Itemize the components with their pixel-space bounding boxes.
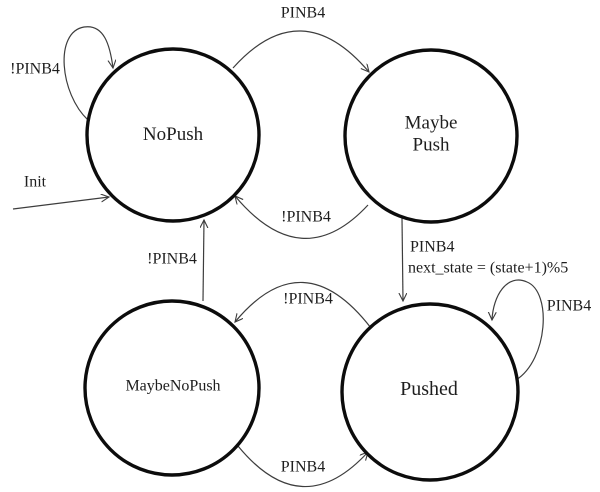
edge-label-maybenopush-to-pushed: PINB4	[280, 458, 326, 476]
state-label-maybepush: Maybe Push	[404, 112, 458, 156]
edge-label-maybepush-to-nopush: !PINB4	[281, 208, 331, 226]
state-label-maybenopush: MaybeNoPush	[125, 377, 221, 395]
edge-nopush-to-maybepush	[232, 30, 369, 72]
edge-label-pushed-self: PINB4	[546, 297, 592, 315]
state-circle-maybenopush	[83, 299, 261, 477]
state-label-pushed: Pushed	[400, 378, 458, 401]
edge-label-maybepush-to-pushed: PINB4	[410, 238, 455, 256]
edge-maybenopush-to-nopush	[203, 220, 204, 302]
edge-label-init: Init	[23, 173, 47, 191]
edge-maybepush-to-pushed	[402, 217, 403, 301]
edge-label-pushed-to-maybenopush: !PINB4	[283, 290, 333, 308]
edge-action-maybepush-to-pushed: next_state = (state+1)%5	[408, 259, 569, 277]
state-circle-maybepush	[343, 48, 519, 224]
edge-init	[12, 197, 109, 210]
state-circle-pushed	[340, 302, 520, 482]
edge-nopush-self-loop	[63, 26, 113, 121]
edge-pushed-self-loop	[492, 279, 544, 381]
edge-maybepush-to-nopush	[235, 196, 369, 239]
edge-maybenopush-to-pushed	[237, 445, 368, 488]
edge-pushed-to-maybenopush	[235, 281, 372, 329]
edge-label-nopush-to-maybepush: PINB4	[280, 4, 326, 22]
edge-label-maybenopush-to-nopush: !PINB4	[147, 250, 197, 268]
edge-label-nopush-self: !PINB4	[10, 60, 60, 78]
state-label-nopush: NoPush	[142, 123, 204, 145]
state-circle-nopush	[85, 47, 261, 223]
